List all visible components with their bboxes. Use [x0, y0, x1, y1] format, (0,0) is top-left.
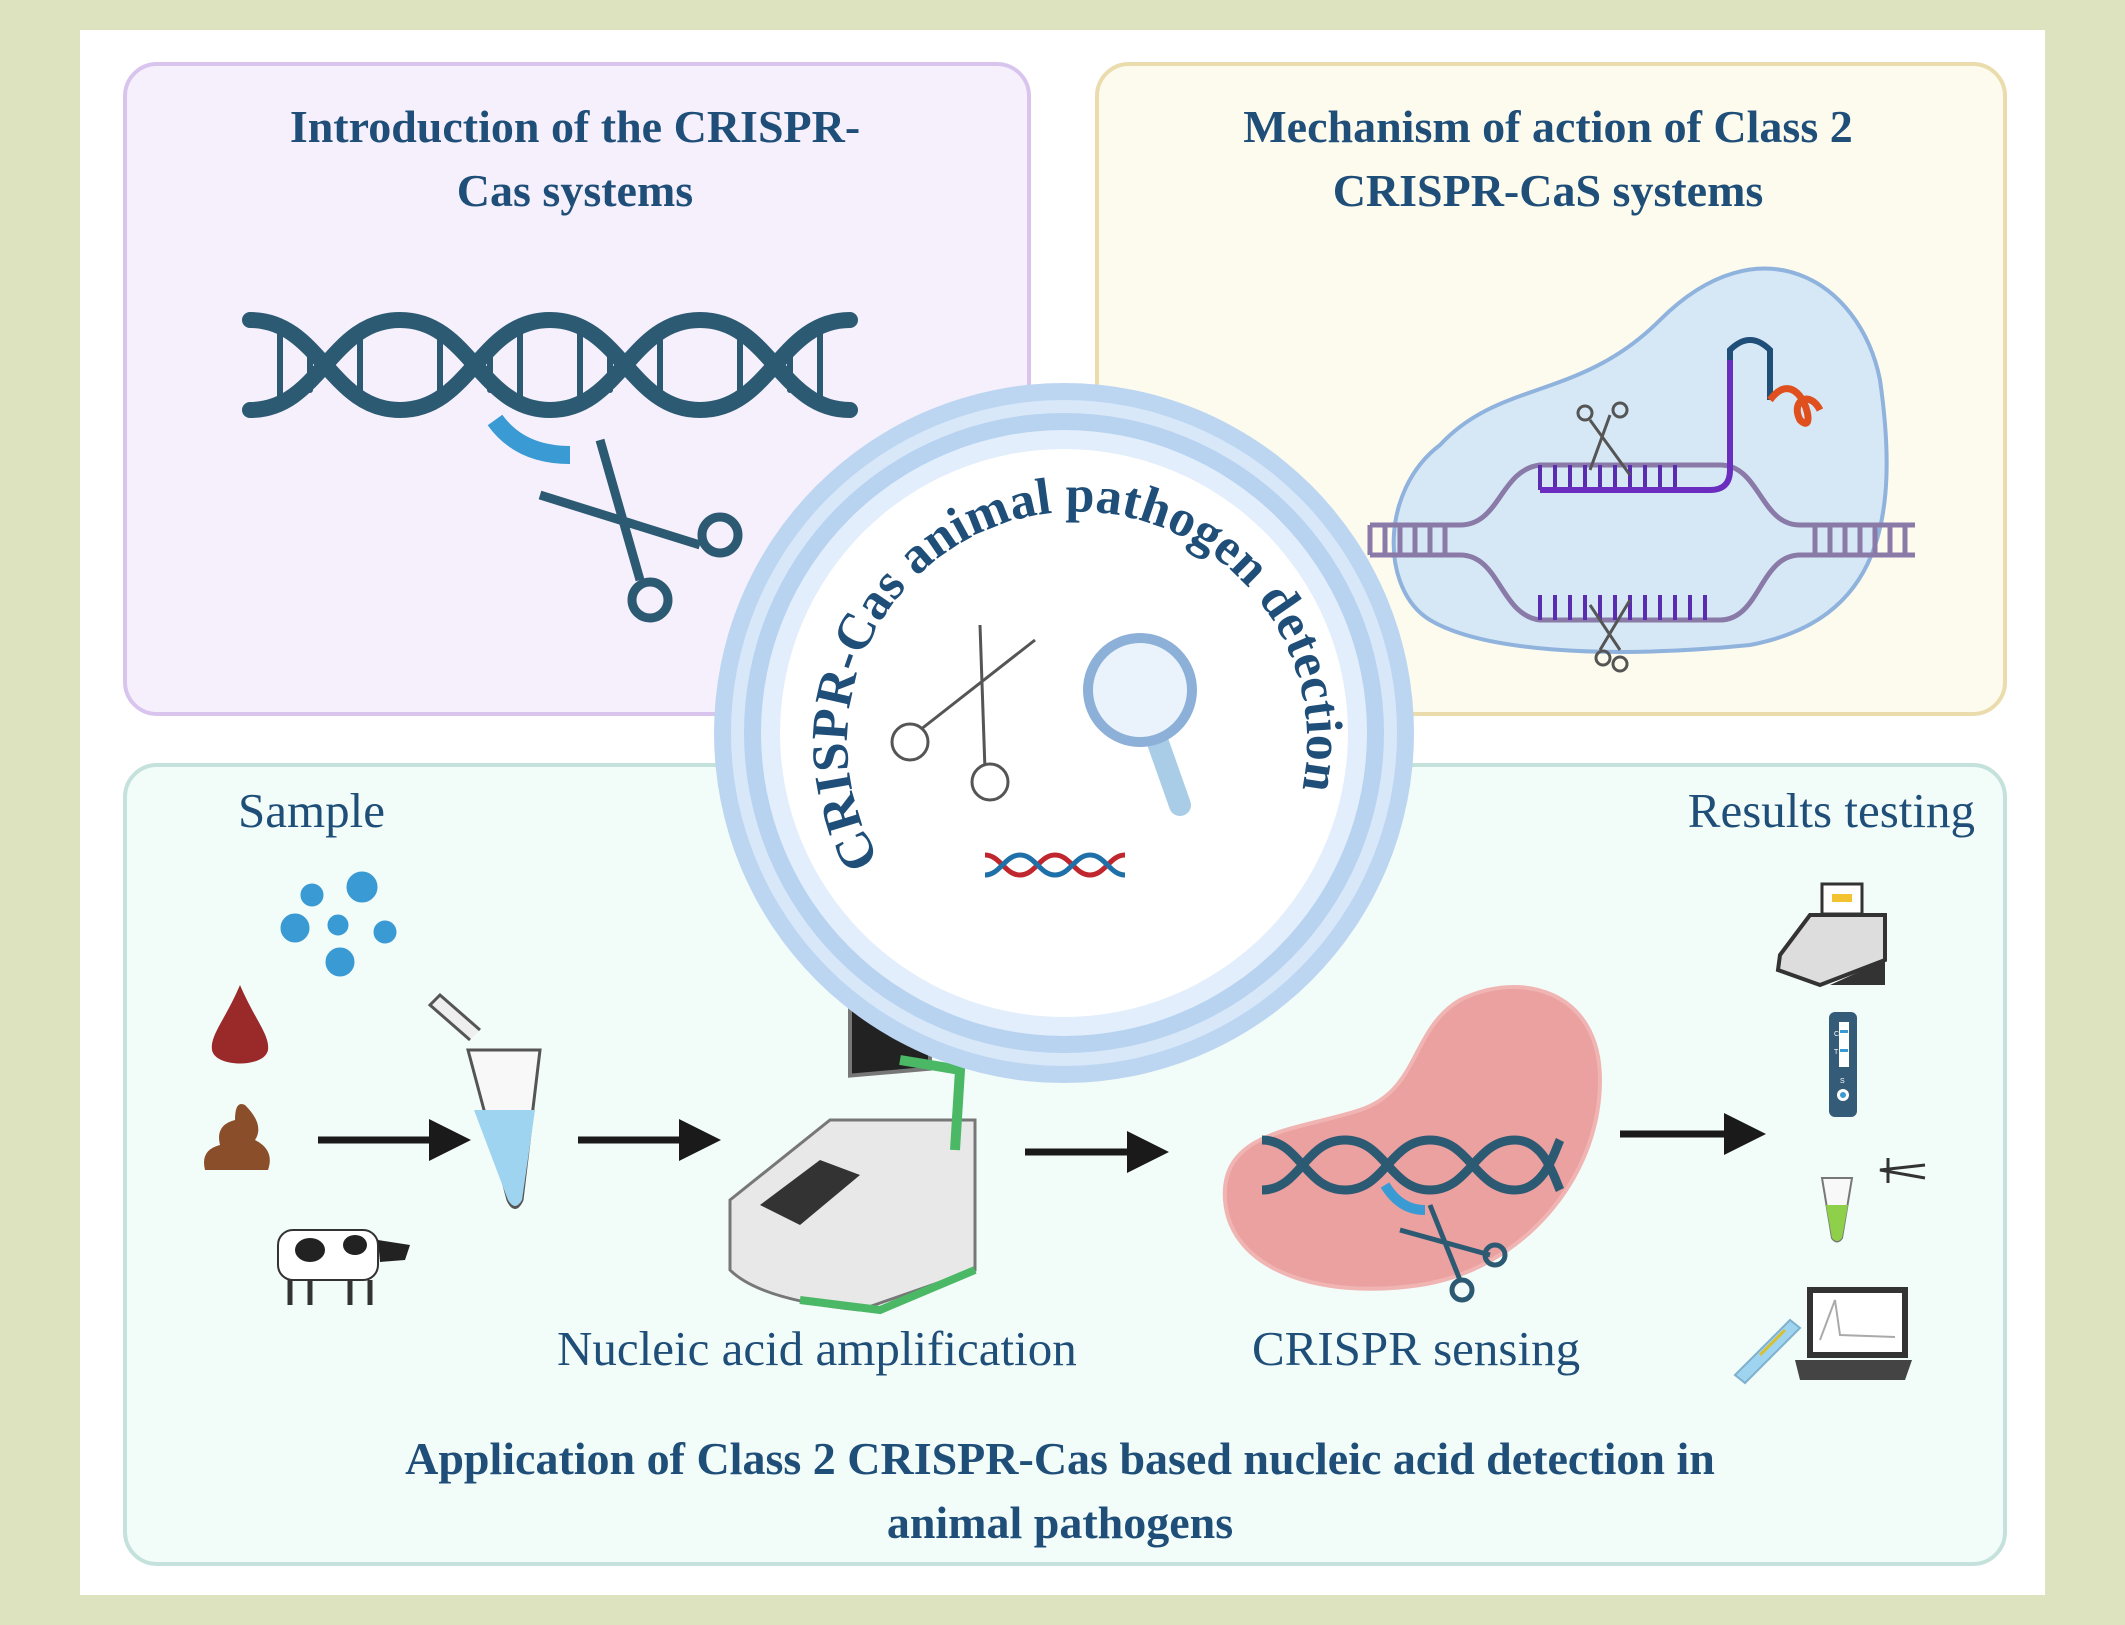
introduction-title-line1: Introduction of the CRISPR- [289, 101, 861, 152]
label-results-testing: Results testing [1687, 783, 1975, 838]
feces-icon [204, 1104, 270, 1170]
dna-helix-icon [1261, 1135, 1565, 1195]
cas-protein-icon [1380, 1182, 1426, 1215]
label-nucleic-acid-amplification: Nucleic acid amplification [557, 1321, 1077, 1376]
cassette-label-s: S [1840, 1078, 1845, 1085]
dna-helix-icon [242, 311, 858, 419]
blood-drop-icon [211, 985, 269, 1064]
fluorescence-reader-icon [1775, 882, 1887, 988]
center-circle: CRISPR-Cas animal pathogen detection [714, 383, 1414, 1083]
scissors-icon [1399, 1204, 1508, 1303]
laptop-icon [1795, 1287, 1912, 1380]
lateral-flow-cassette-icon: C T S [1829, 1012, 1857, 1117]
cell-blob-icon [1222, 985, 1603, 1291]
scissors-icon [538, 438, 743, 623]
test-strip-icon [1733, 1318, 1802, 1385]
cassette-label-t: T [1834, 1049, 1839, 1056]
cas-protein-icon [487, 414, 571, 464]
workflow-arrows [318, 1113, 1766, 1173]
magnifier-icon [1083, 633, 1197, 816]
virus-icons [280, 871, 397, 977]
application-title: Application of Class 2 CRISPR-Cas based … [140, 1427, 1980, 1555]
mechanism-title-line1: Mechanism of action of Class 2 [1243, 101, 1853, 152]
scissors-icon [890, 624, 1036, 802]
application-title-line2: animal pathogens [886, 1497, 1234, 1548]
eye-icon [1879, 1158, 1926, 1183]
sample-tube-icon [427, 992, 542, 1209]
mechanism-title-line2: CRISPR-CaS systems [1332, 165, 1764, 216]
cas-complex-diagram [1367, 266, 1915, 673]
cassette-label-c: C [1834, 1031, 1839, 1038]
introduction-title-line2: Cas systems [456, 165, 694, 216]
introduction-title: Introduction of the CRISPR- Cas systems [150, 95, 1000, 223]
cow-icon [277, 1229, 410, 1305]
result-tube-icon [1820, 1177, 1854, 1243]
dna-helix-icon [984, 852, 1126, 878]
application-title-line1: Application of Class 2 CRISPR-Cas based … [405, 1433, 1715, 1484]
label-sample: Sample [238, 783, 385, 838]
label-crispr-sensing: CRISPR sensing [1252, 1321, 1581, 1376]
mechanism-title: Mechanism of action of Class 2 CRISPR-Ca… [1110, 95, 1986, 223]
